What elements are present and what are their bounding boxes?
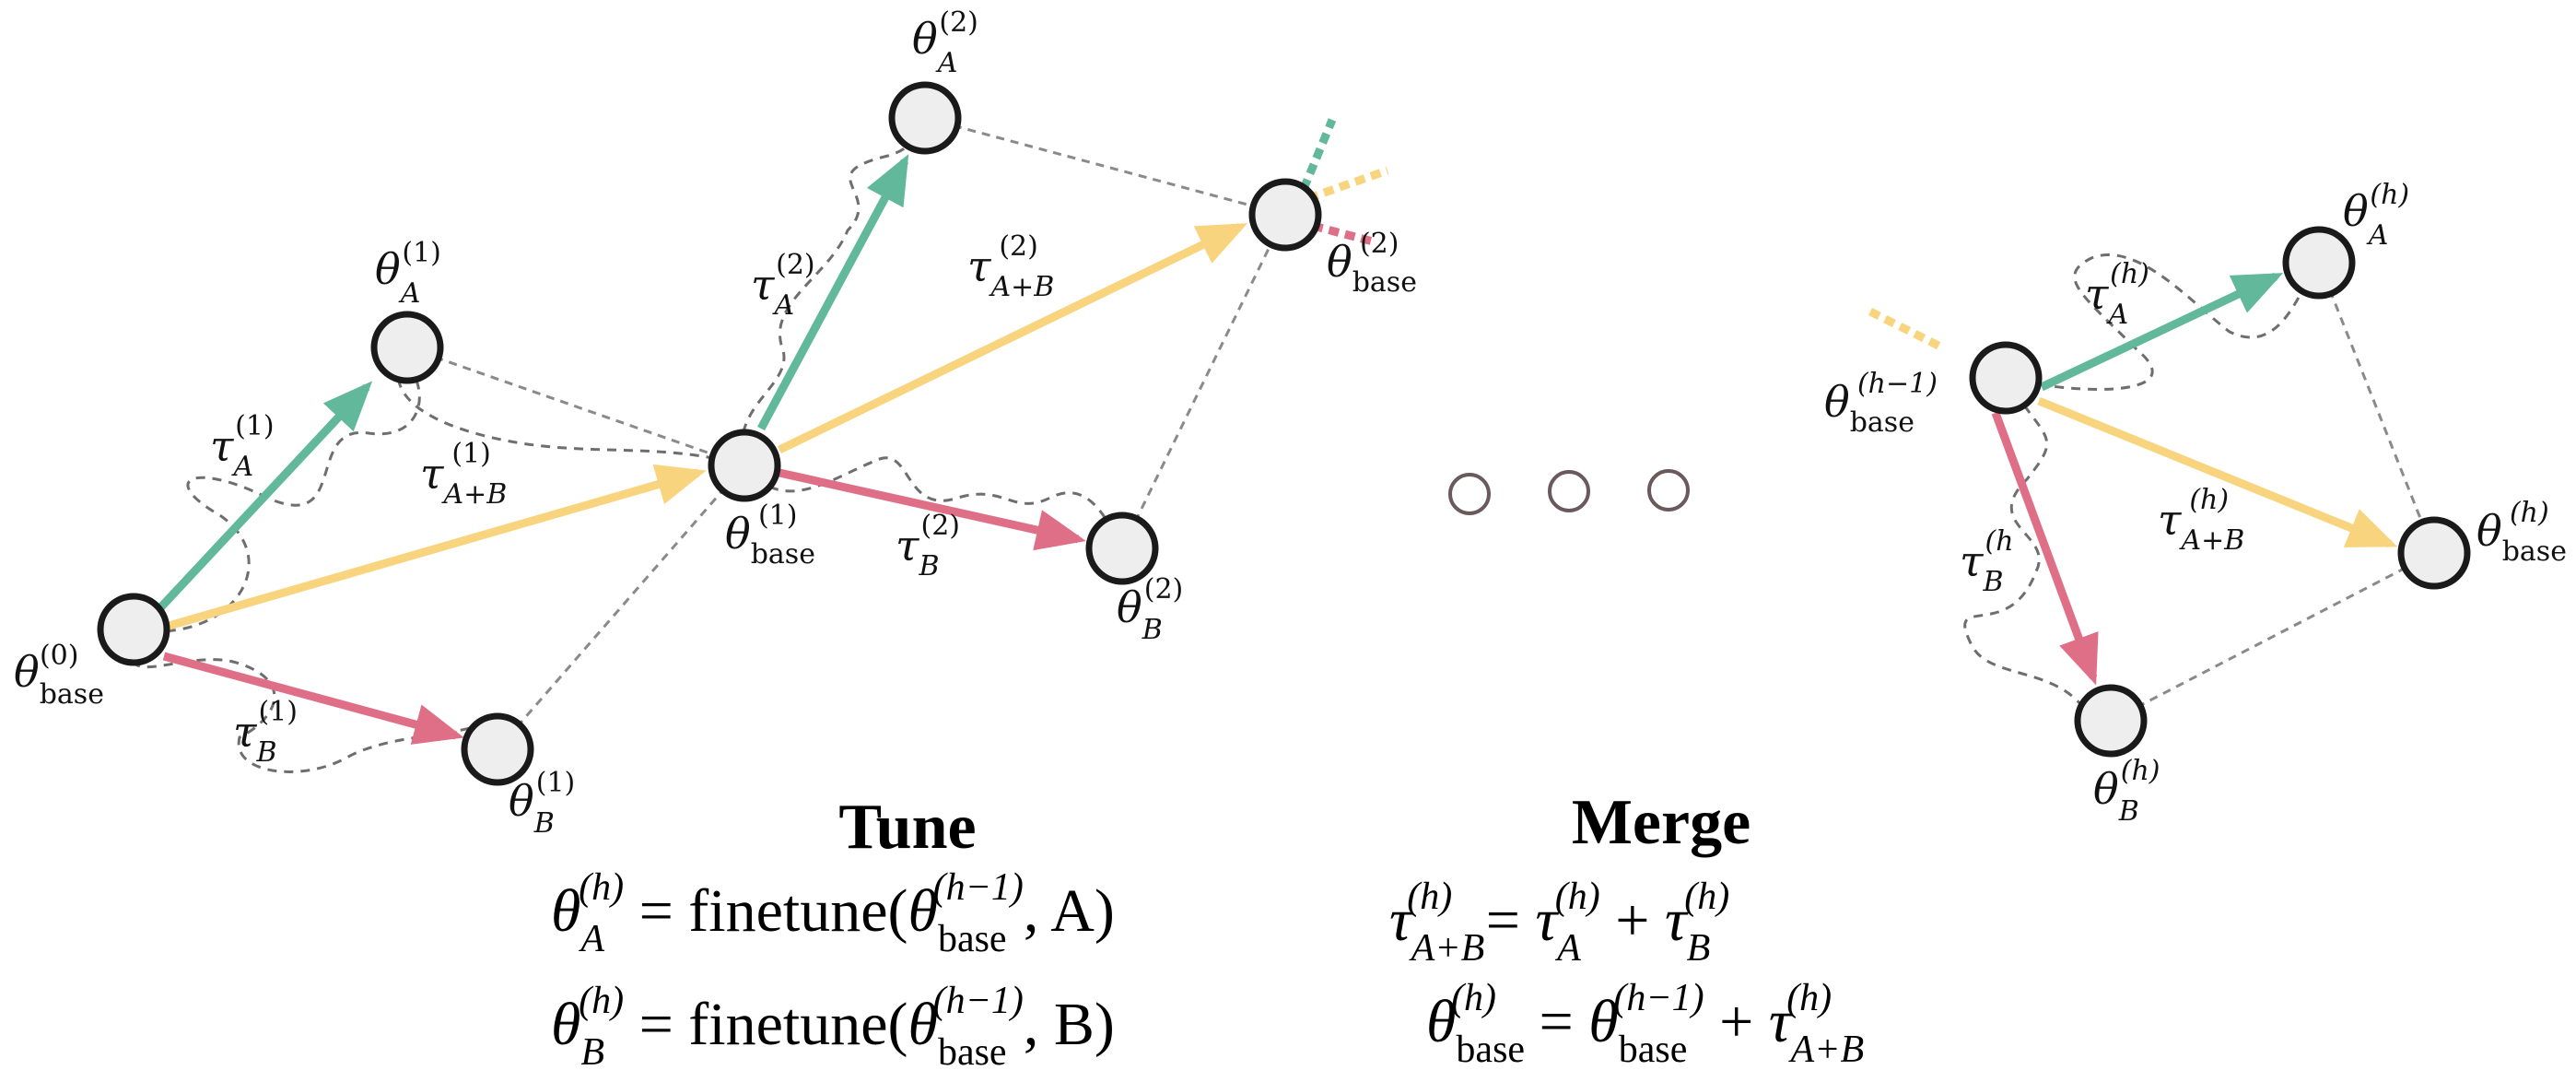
merge-equations: τA+B(h) = τA(h) + τB(h) θbase(h) = θbase… [1389,876,1864,1071]
ellipsis-dots [1448,469,1690,515]
label-theta-base-1: θbase(1) [725,500,815,570]
label-theta-b-1: θB(1) [509,767,575,840]
label-tau-a-2: τA(2) [751,249,815,322]
label-theta-base-2: θbase(2) [1327,228,1417,299]
heading-tune: Tune [838,792,976,863]
label-theta-a-1: θA(1) [375,237,441,310]
arrow-tau-b-h [1991,411,2099,686]
node-theta-base-hm1 [1969,341,2043,415]
node-theta-a-1 [370,311,444,384]
continuation-stubs [1299,118,1947,353]
arrow-tau-b-2 [779,468,1086,551]
label-tau-b-1: τB(1) [233,696,298,769]
node-theta-base-h [2397,516,2471,590]
arrow-tau-a-h [2040,272,2284,392]
label-theta-b-h: θB(h) [2093,755,2160,828]
task-vector-arrows [151,154,2398,745]
label-tau-b-h: τB(h [1960,525,2014,598]
merge-equation-2: θbase(h) = θbase(h−1) + τA+B(h) [1426,977,1864,1071]
ellipsis-dot [1448,473,1491,515]
label-theta-b-2: θB(2) [1117,573,1183,646]
ellipsis-dot [1647,469,1690,512]
tune-equation-1: θA(h) = finetune(θbase(h−1), A) [551,866,1115,960]
node-theta-base-1 [708,429,781,502]
label-theta-base-0: θbase(0) [14,640,104,711]
arrow-tau-ab-1 [164,464,707,631]
guide-lines [406,116,2436,750]
node-theta-b-h [2074,684,2148,758]
arrow-tau-b-1 [162,652,464,745]
node-theta-base-2 [1248,178,1322,252]
node-theta-a-h [2282,226,2356,300]
label-theta-base-hm1: θbase(h−1) [1824,368,1938,439]
label-tau-ab-h: τA+B(h) [2158,484,2244,557]
label-tau-b-2: τB(2) [896,510,960,582]
node-theta-a-2 [888,81,962,155]
arrow-tau-ab-h [2037,396,2398,548]
node-theta-b-1 [461,712,534,786]
label-tau-a-h: τA(h) [2085,258,2149,331]
arrow-tau-ab-2 [778,222,1248,454]
label-theta-base-h: θbase(h) [2476,497,2567,568]
ellipsis-dot [1548,470,1590,512]
node-theta-b-2 [1085,512,1159,585]
label-tau-ab-2: τA+B(2) [967,230,1054,303]
label-theta-a-h: θA(h) [2343,179,2409,252]
label-tau-a-1: τA(1) [210,410,275,483]
node-labels: θbase(0) θA(1) θB(1) θbase(1) θA(2) θB(2… [14,6,2567,840]
node-theta-base-0 [97,593,170,666]
arrow-tau-a-2 [757,154,909,431]
arrow-tau-a-1 [151,381,373,617]
tune-equations: θA(h) = finetune(θbase(h−1), A) θB(h) = … [551,866,1115,1074]
label-theta-a-2: θA(2) [912,6,978,79]
parameter-nodes [97,81,2471,786]
label-tau-ab-1: τA+B(1) [420,438,507,511]
merge-equation-1: τA+B(h) = τA(h) + τB(h) [1389,876,1729,970]
vector-labels: τA(1) τA+B(1) τB(1) τA(2) τA+B(2) τB(2) … [210,230,2244,769]
heading-merge: Merge [1572,787,1751,858]
tune-equation-2: θB(h) = finetune(θbase(h−1), B) [551,980,1115,1074]
